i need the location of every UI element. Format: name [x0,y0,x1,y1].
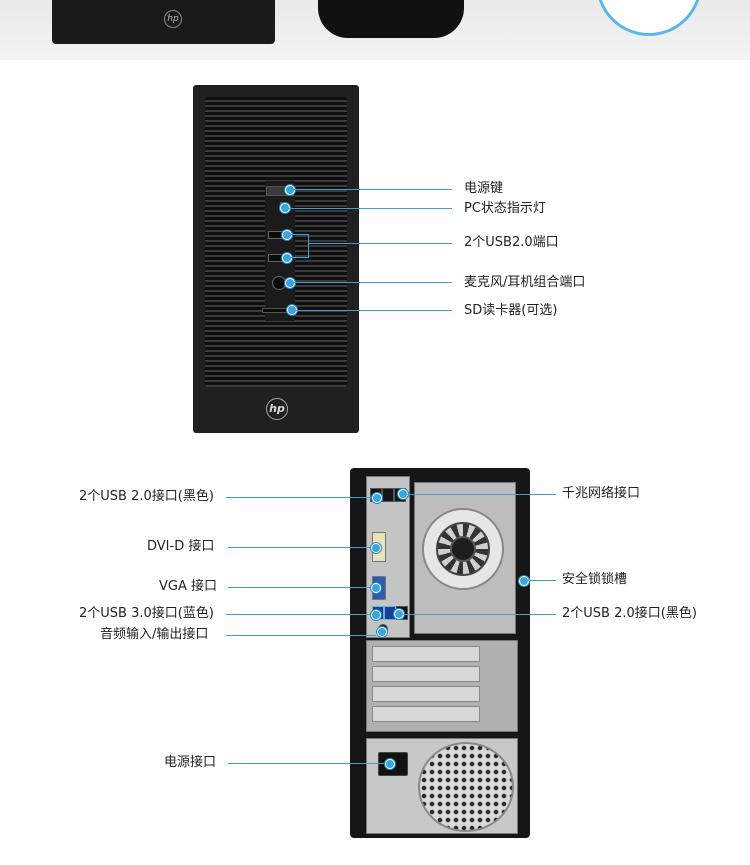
label-power-connector: 电源接口 [164,755,216,771]
top-banner-image: hp [0,0,750,60]
banner-circle-graphic [596,0,702,36]
callout-dot [372,493,382,503]
audio-jack-graphic [272,276,286,290]
label-vga: VGA 接口 [159,579,217,595]
label-power-button: 电源键 [464,181,503,197]
psu-fan-grille-icon [418,742,514,832]
callout-dot [282,253,292,263]
expansion-slot [372,706,480,722]
callout-dot [519,576,529,586]
callout-dot [371,583,381,593]
label-usb2-black-side: 2个USB 2.0接口(黑色) [562,606,697,622]
callout-line [295,310,452,311]
fan-hub-icon [450,536,476,562]
callout-line [228,763,386,764]
hp-logo-icon: hp [266,398,288,420]
callout-line [402,614,556,615]
label-mic-headset: 麦克风/耳机组合端口 [464,275,585,291]
banner-monitor-image [318,0,464,38]
label-security-lock: 安全锁锁槽 [562,572,627,588]
callout-line [308,234,309,258]
callout-line [308,243,452,244]
expansion-slot [372,666,480,682]
label-pc-status-led: PC状态指示灯 [464,201,546,217]
label-usb2-front: 2个USB2.0端口 [464,235,559,251]
callout-line [226,614,372,615]
callout-dot [371,543,381,553]
callout-line [288,208,452,209]
banner-tower-image: hp [52,0,275,44]
label-gigabit-lan: 千兆网络接口 [562,486,640,502]
callout-dot [285,278,295,288]
callout-line [226,497,373,498]
callout-line [406,494,556,495]
callout-line [292,189,452,190]
callout-line [290,257,308,258]
label-sd-reader: SD读卡器(可选) [464,303,557,319]
callout-line [293,282,452,283]
callout-line [228,547,372,548]
callout-line [290,234,308,235]
hp-logo-icon: hp [164,10,182,28]
expansion-slot [372,686,480,702]
callout-line [226,635,376,636]
label-usb3-blue: 2个USB 3.0接口(蓝色) [79,606,214,622]
callout-dot [371,610,381,620]
callout-line [527,580,556,581]
label-usb2-black-top: 2个USB 2.0接口(黑色) [79,489,214,505]
callout-dot [282,230,292,240]
callout-dot [377,627,387,637]
expansion-slot [372,646,480,662]
callout-line [228,587,372,588]
callout-dot [385,759,395,769]
usb-port-graphic [382,488,394,502]
label-dvi: DVI-D 接口 [147,539,214,555]
callout-dot [285,185,295,195]
label-audio-io: 音频输入/输出接口 [100,627,208,643]
